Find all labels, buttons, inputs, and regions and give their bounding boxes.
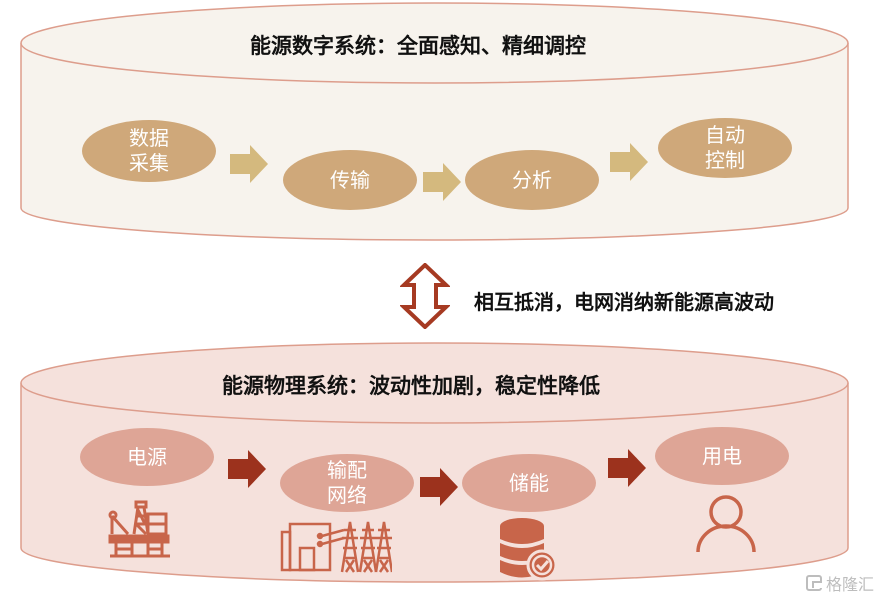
digital-system-title: 能源数字系统：全面感知、精细调控 xyxy=(250,34,586,58)
digital-system-cylinder xyxy=(20,2,849,241)
step-label-line2: 控制 xyxy=(705,148,745,172)
watermark-logo-icon xyxy=(806,575,822,591)
step-label-line1: 分析 xyxy=(512,167,552,192)
watermark-text: 格隆汇 xyxy=(826,575,875,594)
step-data-collection: 数据采集 xyxy=(82,120,216,182)
step-label-line1: 传输 xyxy=(330,167,370,192)
interaction-label: 相互抵消，电网消纳新能源高波动 xyxy=(474,290,774,314)
step-auto-control: 自动控制 xyxy=(658,118,792,178)
arrow-right-icon xyxy=(610,143,648,181)
power-grid-icon xyxy=(280,521,392,573)
step-label-line1: 自动 xyxy=(705,123,745,147)
step-label-line2: 采集 xyxy=(129,151,169,175)
oil-platform-icon xyxy=(108,500,170,558)
step-label-line1: 数据 xyxy=(129,126,169,150)
step-power-consumption: 用电 xyxy=(655,427,789,485)
arrow-right-icon xyxy=(423,163,461,201)
step-power-source: 电源 xyxy=(80,428,214,486)
database-check-icon xyxy=(500,518,558,581)
step-transmission: 传输 xyxy=(283,150,417,210)
arrow-right-icon xyxy=(420,468,458,506)
step-label-line1: 输配 xyxy=(327,458,367,482)
arrow-right-icon xyxy=(608,449,646,487)
watermark: 格隆汇 xyxy=(806,571,874,595)
step-label-line2: 网络 xyxy=(327,483,367,507)
arrow-right-icon xyxy=(230,145,268,183)
step-distribution-network: 输配网络 xyxy=(280,454,414,512)
step-energy-storage: 储能 xyxy=(462,454,596,512)
arrow-right-icon xyxy=(228,450,266,488)
step-label-line1: 电源 xyxy=(127,444,167,469)
step-analysis: 分析 xyxy=(465,150,599,210)
physical-system-title: 能源物理系统：波动性加剧，稳定性降低 xyxy=(222,374,600,398)
step-label-line1: 储能 xyxy=(509,470,549,495)
double-arrow-vertical-icon xyxy=(400,263,450,329)
step-label-line1: 用电 xyxy=(702,443,742,468)
user-icon xyxy=(696,495,756,553)
